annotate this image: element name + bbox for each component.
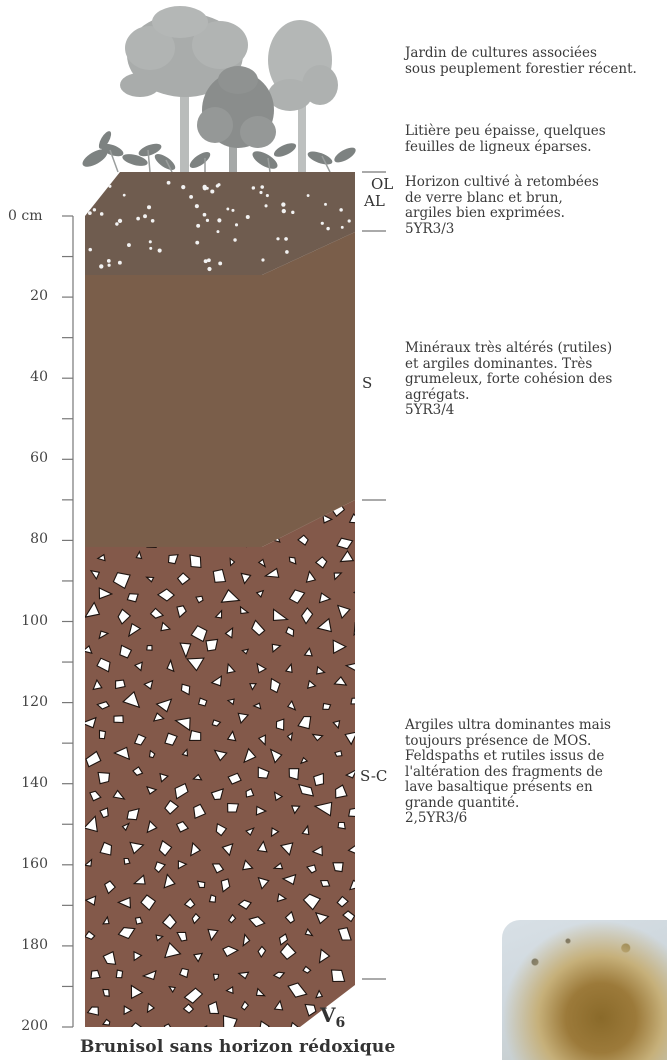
s-line-3: grumeleux, forte cohésion des bbox=[405, 371, 613, 387]
vegetation-illustration bbox=[82, 6, 356, 220]
depth-label: 200 bbox=[21, 1018, 48, 1034]
ol-description: Litière peu épaisse, quelques feuilles d… bbox=[405, 123, 606, 155]
al-glass-fragments bbox=[87, 180, 353, 272]
sc-line-1: Argiles ultra dominantes mais bbox=[405, 717, 611, 733]
sc-line-4: l'altération des fragments de bbox=[405, 763, 603, 780]
ol-line-1: Litière peu épaisse, quelques bbox=[405, 123, 606, 139]
al-color-code: 5YR3/3 bbox=[405, 220, 455, 237]
horizon-s bbox=[85, 232, 355, 547]
s-color-code: 5YR3/4 bbox=[405, 402, 455, 418]
vegetation-description: Jardin de cultures associées sous peuple… bbox=[405, 45, 637, 77]
al-description: Horizon cultivé à retombées de verre bla… bbox=[405, 174, 599, 237]
al-line-3: argiles bien exprimées. bbox=[405, 205, 565, 221]
depth-label: 140 bbox=[21, 774, 48, 791]
sc-description: Argiles ultra dominantes mais toujours p… bbox=[405, 717, 611, 827]
s-line-2: et argiles dominantes. Très bbox=[405, 355, 593, 372]
depth-label: 160 bbox=[21, 855, 48, 872]
vegetation-line-1: Jardin de cultures associées bbox=[405, 45, 597, 61]
depth-label: 20 bbox=[30, 288, 48, 305]
s-line-1: Minéraux très altérés (rutiles) bbox=[405, 340, 613, 356]
depth-label: 180 bbox=[21, 936, 48, 953]
depth-label-0: 0 cm bbox=[8, 208, 43, 224]
horizon-label-ol: OL bbox=[371, 175, 394, 193]
profile-code: V6 bbox=[320, 1003, 345, 1031]
sc-line-6: grande quantité. bbox=[405, 794, 520, 811]
sc-line-3: Feldspaths et rutiles issus de bbox=[405, 748, 605, 764]
depth-label: 40 bbox=[30, 369, 48, 386]
horizon-label-sc: S-C bbox=[360, 767, 388, 785]
horizon-al bbox=[85, 172, 355, 275]
al-line-1: Horizon cultivé à retombées bbox=[405, 174, 599, 190]
sc-line-2: toujours présence de MOS. bbox=[405, 732, 592, 749]
depth-label: 60 bbox=[30, 450, 48, 467]
al-line-2: de verre blanc et brun, bbox=[405, 189, 563, 206]
profile-code-sub: 6 bbox=[335, 1015, 346, 1031]
micrograph-image bbox=[502, 920, 667, 1060]
sc-line-5: lave basaltique présents en bbox=[405, 779, 593, 795]
ol-line-2: feuilles de ligneux éparses. bbox=[405, 138, 592, 155]
horizon-label-al: AL bbox=[364, 192, 385, 210]
depth-axis bbox=[62, 215, 74, 1028]
sc-color-code: 2,5YR3/6 bbox=[405, 810, 468, 826]
horizon-label-s: S bbox=[362, 374, 373, 392]
depth-label: 100 bbox=[21, 612, 48, 629]
depth-label: 80 bbox=[30, 531, 48, 548]
vegetation-line-2: sous peuplement forestier récent. bbox=[405, 60, 637, 77]
depth-axis-ticks bbox=[62, 215, 73, 1028]
horizon-boundary-marks bbox=[362, 171, 386, 980]
sc-lava-fragments bbox=[85, 500, 355, 1027]
s-line-4: agrégats. bbox=[405, 386, 470, 403]
profile-code-main: V bbox=[320, 1003, 336, 1027]
soil-column bbox=[85, 172, 355, 1027]
depth-label: 120 bbox=[21, 693, 48, 710]
profile-title: Brunisol sans horizon rédoxique bbox=[80, 1037, 396, 1057]
s-description: Minéraux très altérés (rutiles) et argil… bbox=[405, 340, 613, 419]
